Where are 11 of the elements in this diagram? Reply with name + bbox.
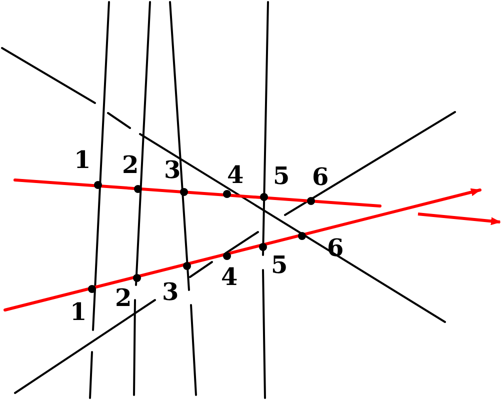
point-number: 5	[273, 164, 290, 188]
point-number: 2	[122, 153, 139, 177]
point-number: 2	[115, 286, 132, 310]
point-number: 4	[221, 265, 238, 289]
point-number: 3	[162, 280, 179, 304]
point-number: 4	[227, 163, 244, 187]
point-number: 1	[70, 300, 87, 324]
point-number: 1	[74, 148, 91, 172]
point-number: 5	[271, 253, 288, 277]
point-number: 6	[312, 165, 329, 189]
point-number: 3	[164, 158, 181, 182]
